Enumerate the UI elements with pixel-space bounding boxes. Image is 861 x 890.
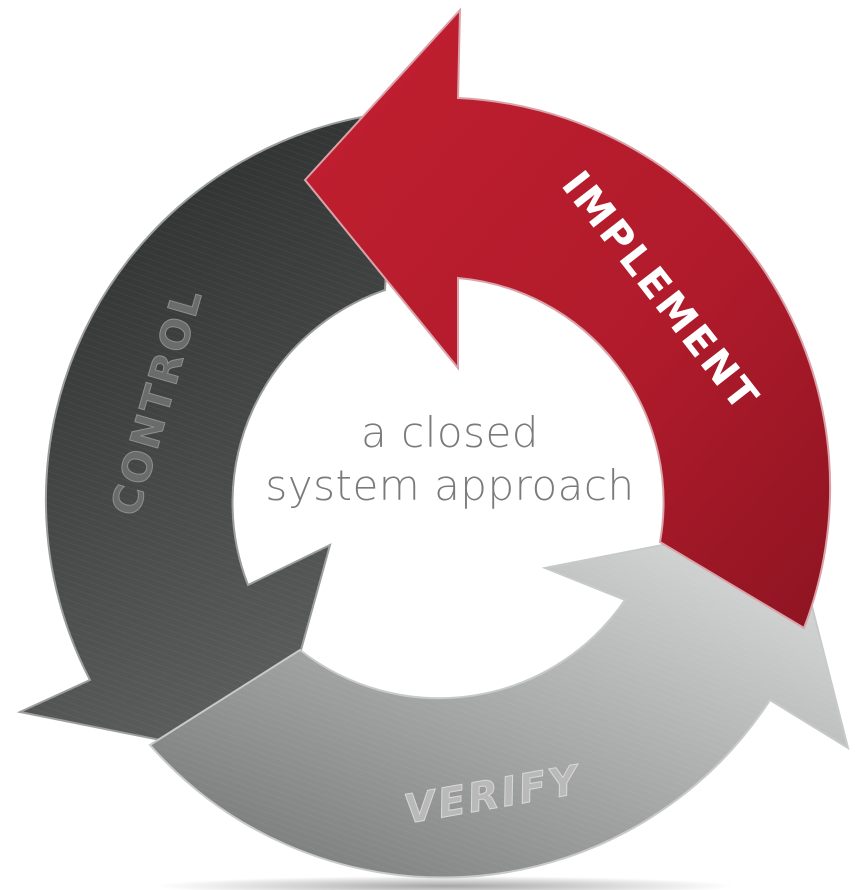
verify-arrow — [148, 518, 850, 879]
center-caption-line2: system approach — [265, 461, 634, 510]
implement-arrow — [303, 7, 832, 630]
center-caption-line1: a closed — [361, 408, 539, 457]
control-arrow — [16, 110, 397, 764]
floor-shadow — [155, 876, 735, 890]
